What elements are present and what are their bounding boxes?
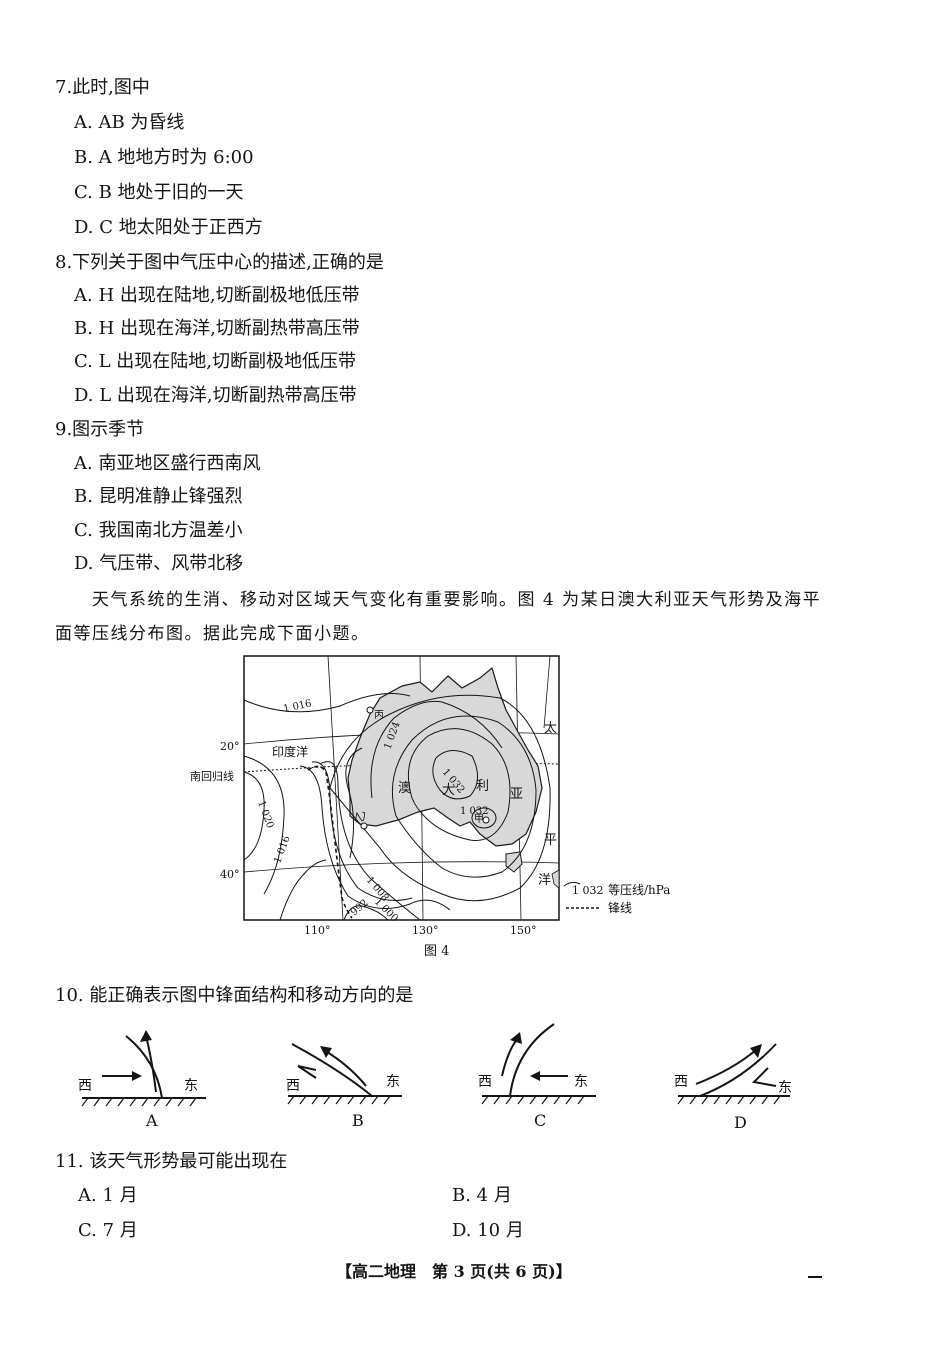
front-surface-d (699, 1043, 777, 1097)
q8-option-c: C. L 出现在陆地,切断副极地低压带 (74, 351, 356, 372)
label-jia: 甲 (474, 814, 484, 825)
lon-label-150: 150° (510, 924, 537, 937)
q10-stem: 10. 能正确表示图中锋面结构和移动方向的是 (55, 985, 414, 1006)
q7-option-c: C. B 地处于旧的一天 (74, 182, 244, 203)
isobar-value-1016-sw: 1 016 (272, 834, 292, 865)
q9-option-a: A. 南亚地区盛行西南风 (74, 453, 261, 474)
lon-label-130: 130° (412, 924, 439, 937)
isobar-1004 (311, 761, 413, 901)
q10-figure-c: 西 东 C (478, 1023, 596, 1130)
east-label-b: 东 (386, 1074, 400, 1090)
legend-isobar-sample-line (563, 881, 581, 887)
legend-front-text: 锋线 (608, 901, 632, 915)
lon-label-110: 110° (304, 924, 331, 937)
q7-option-d: D. C 地太阳处于正西方 (74, 217, 263, 238)
label-bing: 丙 (374, 710, 384, 721)
point-jia (482, 816, 490, 824)
q11-option-c: C. 7 月 (78, 1220, 138, 1241)
label-indian-ocean: 印度洋 (272, 744, 308, 759)
q8-stem: 8.下列关于图中气压中心的描述,正确的是 (55, 252, 384, 273)
lat-label-20: 20° (220, 740, 240, 753)
footer-dash (808, 1276, 822, 1278)
q9-option-b: B. 昆明准静止锋强烈 (74, 486, 243, 507)
q10-figure-a: 西 东 A (78, 1030, 206, 1130)
q11-option-b: B. 4 月 (452, 1185, 512, 1206)
label-yi: 乙 (353, 810, 368, 823)
legend-isobar-text: 等压线/hPa (608, 883, 670, 897)
label-ping: 平 (544, 833, 557, 848)
label-li: 利 (476, 779, 489, 794)
isobar-outer-1 (391, 715, 537, 878)
label-da: 大 (442, 783, 455, 798)
isobar-outer-2 (329, 694, 551, 902)
isobar-value-992: 992 (349, 898, 371, 919)
option-label-b: B (352, 1111, 364, 1130)
warm-air-arrow-b (323, 1049, 367, 1087)
isobar-value-1016-n: 1 016 (282, 698, 312, 715)
front-line (307, 765, 353, 919)
isobar-1024 (370, 700, 503, 799)
option-label-c: C (534, 1111, 546, 1130)
q9-stem: 9.图示季节 (55, 419, 145, 440)
isobar-1020 (243, 771, 265, 861)
label-ao: 澳 (398, 780, 411, 796)
page-footer: 【高二地理 第 3 页(共 6 页)】 (336, 1262, 572, 1281)
tropic-label: 南回归线 (190, 769, 234, 783)
warm-air-arrow-a (145, 1035, 157, 1093)
q8-option-d: D. L 出现在海洋,切断副热带高压带 (74, 385, 357, 406)
australia-landmass (347, 666, 543, 847)
q9-option-d: D. 气压带、风带北移 (74, 553, 244, 574)
q8-option-b: B. H 出现在海洋,切断副热带高压带 (74, 318, 360, 339)
east-label-d: 东 (778, 1080, 792, 1096)
front-surface-b (291, 1043, 373, 1097)
q9-option-c: C. 我国南北方温差小 (74, 520, 243, 541)
isobar-1016-north (243, 693, 411, 713)
isobar-1016-west (345, 747, 363, 859)
map-frame (243, 655, 560, 921)
east-label-a: 东 (184, 1078, 198, 1094)
isobar-1008 (299, 765, 451, 911)
label-ya: 亚 (510, 787, 523, 802)
point-yi (360, 822, 368, 830)
intro-line-2: 面等压线分布图。据此完成下面小题。 (55, 624, 370, 644)
label-tai: 太 (544, 721, 557, 736)
q11-stem: 11. 该天气形势最可能出现在 (55, 1151, 288, 1172)
q8-option-a: A. H 出现在陆地,切断副极地低压带 (74, 285, 360, 306)
meridian-edge (543, 655, 551, 729)
front-surface-c (509, 1023, 555, 1097)
east-label-c: 东 (574, 1074, 588, 1090)
isobar-jia-center (471, 807, 497, 829)
west-label-b: 西 (286, 1078, 300, 1094)
q7-option-a: A. AB 为昏线 (74, 112, 185, 133)
q7-option-b: B. A 地地方时为 6:00 (74, 147, 254, 168)
nz-fragment (551, 869, 560, 889)
isobar-value-1020: 1 020 (255, 799, 275, 830)
isobar-value-1032-b: 1 032 (460, 806, 489, 817)
isobar-sw-2 (279, 859, 327, 921)
q10-figure-d: 西 东 D (674, 1043, 792, 1130)
figure4-map: 丙 乙 甲 印度洋 澳 大 利 亚 太 平 洋 1 016 1 024 1 03… (190, 655, 670, 937)
west-label-d: 西 (674, 1074, 688, 1090)
lat-label-40: 40° (220, 868, 240, 881)
q7-stem: 7.此时,图中 (55, 77, 150, 98)
legend-isobar-value: 1 032 (572, 884, 604, 897)
isobar-1000 (319, 761, 421, 921)
west-label-a: 西 (78, 1078, 92, 1094)
isobar-1032-inner (432, 750, 478, 800)
option-label-d: D (734, 1113, 747, 1130)
q11-option-d: D. 10 月 (452, 1220, 524, 1241)
isobar-1016-sw (243, 755, 285, 895)
isobar-1032-outer (407, 728, 511, 841)
q11-option-a: A. 1 月 (78, 1185, 138, 1206)
figure4-caption: 图 4 (424, 944, 450, 959)
west-label-c: 西 (478, 1074, 492, 1090)
front-surface-a (125, 1035, 163, 1099)
point-bing (366, 706, 374, 714)
label-yang: 洋 (538, 873, 551, 888)
intro-line-1: 天气系统的生消、移动对区域天气变化有重要影响。图 4 为某日澳大利亚天气形势及海… (92, 590, 822, 610)
q10-figure-b: 西 东 B (286, 1043, 402, 1130)
warm-air-arrow-d (695, 1049, 757, 1085)
option-label-a: A (145, 1111, 158, 1130)
meridian-110 (327, 655, 344, 921)
